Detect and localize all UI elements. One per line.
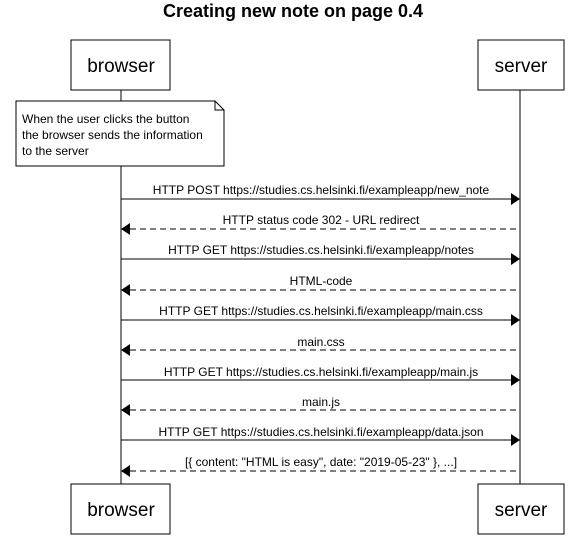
arrow-head	[121, 465, 130, 477]
message-main-js: main.js	[121, 395, 520, 416]
message-html-code: HTML-code	[121, 274, 520, 296]
browser-label-bottom: browser	[87, 500, 155, 521]
browser-participant-top: browser	[70, 39, 171, 91]
message-label: HTTP POST https://studies.cs.helsinki.fi…	[153, 183, 490, 197]
message-label: HTTP GET https://studies.cs.helsinki.fi/…	[159, 304, 483, 318]
diagram-title: Creating new note on page 0.4	[163, 1, 423, 21]
arrow-head	[511, 253, 520, 265]
message-label: HTTP GET https://studies.cs.helsinki.fi/…	[164, 365, 478, 379]
server-label-top: server	[495, 56, 548, 77]
message-302-redirect: HTTP status code 302 - URL redirect	[121, 213, 520, 235]
server-participant-bottom: server	[477, 483, 565, 535]
message-get-notes: HTTP GET https://studies.cs.helsinki.fi/…	[121, 243, 520, 265]
message-label: HTML-code	[290, 274, 353, 288]
message-label: HTTP status code 302 - URL redirect	[223, 213, 420, 227]
note-line: the browser sends the information	[22, 128, 203, 142]
arrow-head	[511, 374, 520, 386]
note-line: When the user clicks the button	[22, 112, 189, 126]
message-get-main-css: HTTP GET https://studies.cs.helsinki.fi/…	[121, 304, 520, 326]
message-data-json-response: [{ content: "HTML is easy", date: "2019-…	[121, 455, 520, 477]
browser-participant-bottom: browser	[70, 483, 171, 535]
message-get-main-js: HTTP GET https://studies.cs.helsinki.fi/…	[121, 365, 520, 386]
server-box-bottom	[477, 483, 565, 535]
arrow-head	[121, 223, 130, 235]
note-line: to the server	[22, 144, 89, 158]
message-label: HTTP GET https://studies.cs.helsinki.fi/…	[158, 425, 483, 439]
message-main-css: main.css	[121, 335, 520, 356]
arrow-head	[511, 193, 520, 205]
browser-box-bottom	[70, 483, 171, 535]
arrow-head	[121, 284, 130, 296]
message-label: main.css	[297, 335, 344, 349]
browser-box-top	[70, 39, 171, 91]
arrow-head	[511, 314, 520, 326]
note-fold	[214, 101, 224, 111]
arrow-head	[121, 344, 130, 356]
arrow-head	[511, 434, 520, 446]
note-box	[15, 100, 225, 167]
message-post-new-note: HTTP POST https://studies.cs.helsinki.fi…	[121, 183, 520, 205]
message-get-data-json: HTTP GET https://studies.cs.helsinki.fi/…	[121, 425, 520, 446]
message-label: HTTP GET https://studies.cs.helsinki.fi/…	[168, 243, 474, 257]
message-label: main.js	[302, 395, 340, 409]
arrow-head	[121, 404, 130, 416]
message-label: [{ content: "HTML is easy", date: "2019-…	[185, 455, 457, 469]
server-label-bottom: server	[495, 500, 548, 521]
browser-label-top: browser	[87, 56, 155, 77]
note: When the user clicks the button the brow…	[15, 100, 225, 167]
server-participant-top: server	[477, 39, 565, 91]
server-box-top	[477, 39, 565, 91]
